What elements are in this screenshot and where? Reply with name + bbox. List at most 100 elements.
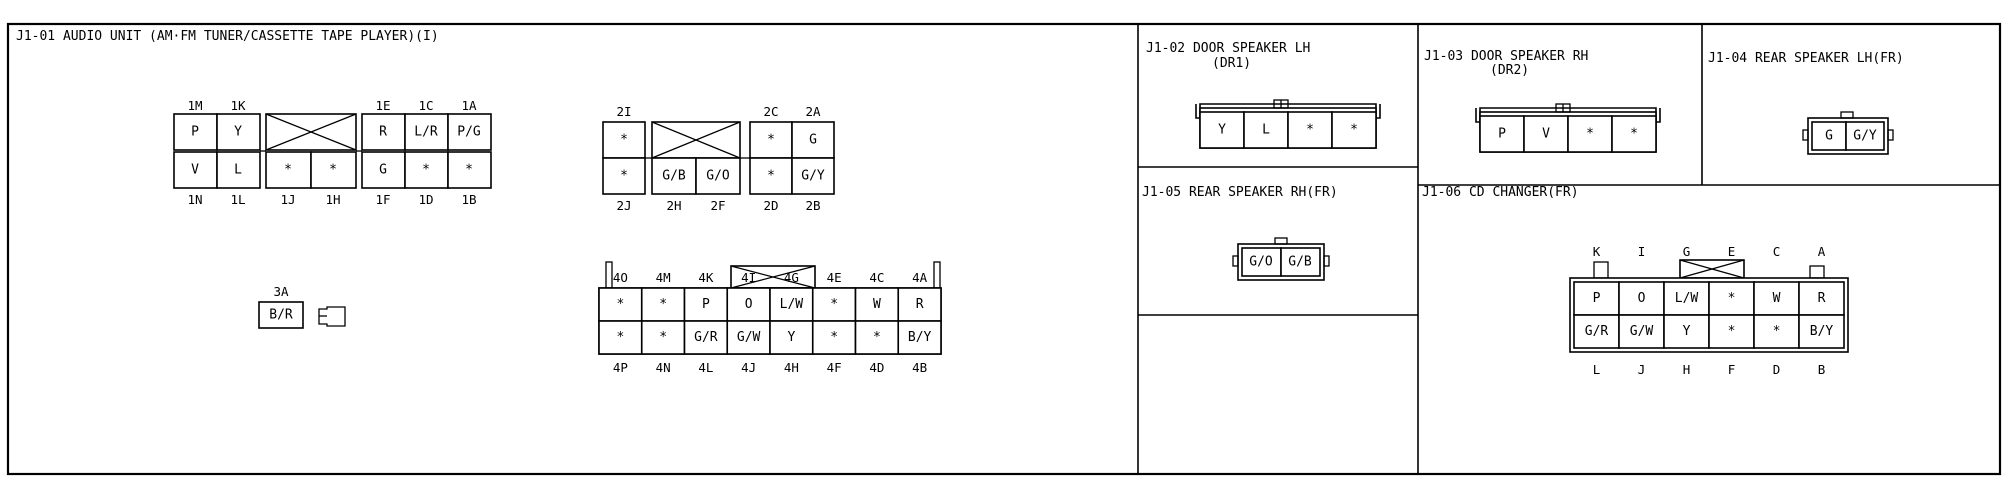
pin-cell xyxy=(1753,314,1800,349)
pin-cell xyxy=(897,287,942,322)
pin-wire-color: L/W xyxy=(1675,291,1699,306)
j106-title: J1-06 CD CHANGER(FR) xyxy=(1422,185,1579,200)
connector-j104: G G/Y xyxy=(1802,111,1894,155)
blank-cross xyxy=(1679,259,1745,279)
pin-label: 4K xyxy=(698,270,714,285)
pin-label: 2A xyxy=(805,104,821,119)
pin-wire-color: Y xyxy=(1683,324,1691,339)
pin-cell xyxy=(1280,247,1321,277)
pin-wire-color: * xyxy=(620,169,628,184)
j103-title: J1-03 DOOR SPEAKER RH xyxy=(1424,49,1588,64)
pin-wire-color: * xyxy=(616,330,624,345)
connector-latch xyxy=(1809,265,1825,279)
connector-lock-tab xyxy=(1274,237,1288,245)
connector-latch xyxy=(933,261,941,289)
male-terminal-icon xyxy=(318,306,346,327)
pin-cell xyxy=(1611,115,1657,153)
pin-cell xyxy=(749,157,793,195)
pin-label: H xyxy=(1683,362,1691,377)
pin-wire-color: * xyxy=(422,163,430,178)
pin-cell xyxy=(1708,314,1755,349)
connector-j102: Y L * * xyxy=(1195,99,1381,149)
pin-label: 2F xyxy=(710,198,725,213)
pin-wire-color: B/Y xyxy=(908,330,932,345)
pin-cell xyxy=(1811,121,1847,151)
pin-cell xyxy=(769,320,814,355)
connector-j103: P V * * xyxy=(1475,103,1661,153)
pin-wire-color: G/O xyxy=(1249,255,1273,270)
pin-wire-color: R xyxy=(1818,291,1826,306)
pin-wire-color: W xyxy=(1773,291,1781,306)
pin-wire-color: G/Y xyxy=(1853,129,1877,144)
pin-wire-color: * xyxy=(620,133,628,148)
pin-cell xyxy=(216,113,261,151)
connector-2: 2I 2C 2A * * G * G/B G/O * G/Y 2J 2H 2F … xyxy=(602,104,835,213)
pin-cell xyxy=(1618,314,1665,349)
pin-wire-color: B/Y xyxy=(1810,324,1834,339)
pin-cell xyxy=(598,320,643,355)
pin-wire-color: V xyxy=(191,163,199,178)
j104-title: J1-04 REAR SPEAKER LH(FR) xyxy=(1708,51,1904,66)
pin-label: 3A xyxy=(273,284,289,299)
pin-wire-color: Y xyxy=(234,125,242,140)
pin-cell xyxy=(1523,115,1569,153)
pin-wire-color: P xyxy=(702,297,710,312)
connector-side-tab xyxy=(1887,129,1894,141)
pin-wire-color: * xyxy=(329,163,337,178)
pin-wire-color: V xyxy=(1542,127,1550,142)
pin-cell xyxy=(1798,281,1845,316)
pin-label: 4I xyxy=(741,270,756,285)
pin-cell xyxy=(1573,314,1620,349)
pin-wire-color: G xyxy=(809,133,817,148)
blank-cross xyxy=(730,265,816,289)
pin-label: G xyxy=(1683,244,1691,259)
pin-label: 2C xyxy=(763,104,778,119)
pin-label: 1C xyxy=(418,98,433,113)
connector-4-pins: **4O4P**4M4NPG/R4K4LOG/W4I4JL/WY4G4H**4E… xyxy=(598,270,942,375)
pin-label: 4N xyxy=(656,360,671,375)
connector-housing xyxy=(1475,107,1661,123)
pin-wire-color: G/B xyxy=(662,169,686,184)
pin-wire-color: * xyxy=(830,297,838,312)
pin-wire-color: G xyxy=(1825,129,1833,144)
pin-cell xyxy=(1287,111,1333,149)
pin-label: 1N xyxy=(187,192,202,207)
pin-cell xyxy=(640,320,686,355)
pin-wire-color: R xyxy=(916,297,924,312)
pin-wire-color: B/R xyxy=(269,308,293,323)
pin-label: K xyxy=(1593,244,1601,259)
pin-wire-color: * xyxy=(616,297,624,312)
pin-wire-color: G/B xyxy=(1288,255,1312,270)
pin-label: 1M xyxy=(187,98,202,113)
connector-j105: G/O G/B xyxy=(1232,237,1330,281)
pin-label: 1D xyxy=(418,192,433,207)
pin-cell xyxy=(602,157,646,195)
pin-label: C xyxy=(1773,244,1781,259)
pin-cell xyxy=(1753,281,1800,316)
connector-1: 1M 1K 1E 1C 1A P Y R L/R P/G V L * * G * xyxy=(173,98,492,207)
pin-wire-color: O xyxy=(1638,291,1646,306)
diagram-frame xyxy=(6,22,2002,476)
pin-wire-color: G/R xyxy=(1585,324,1609,339)
pin-wire-color: * xyxy=(659,297,667,312)
pin-wire-color: W xyxy=(873,297,881,312)
pin-label: 4L xyxy=(698,360,713,375)
pin-label: 2H xyxy=(666,198,681,213)
pin-label: 4E xyxy=(827,270,842,285)
pin-cell xyxy=(602,121,646,159)
pin-label: 4G xyxy=(784,270,799,285)
pin-wire-color: * xyxy=(830,330,838,345)
pin-wire-color: * xyxy=(873,330,881,345)
connector-lock-tab xyxy=(1840,111,1854,119)
connector-latch xyxy=(605,261,613,289)
pin-label: 1E xyxy=(375,98,390,113)
pin-label: 4J xyxy=(741,360,756,375)
pin-cell xyxy=(854,287,900,322)
pin-wire-color: G/W xyxy=(737,330,761,345)
pin-wire-color: * xyxy=(1630,127,1638,142)
pin-label: 1B xyxy=(461,192,476,207)
connector-3: 3A B/R xyxy=(258,284,346,329)
pin-wire-color: L/R xyxy=(414,125,438,140)
pin-label: L xyxy=(1593,362,1601,377)
pin-cell xyxy=(1199,111,1245,149)
